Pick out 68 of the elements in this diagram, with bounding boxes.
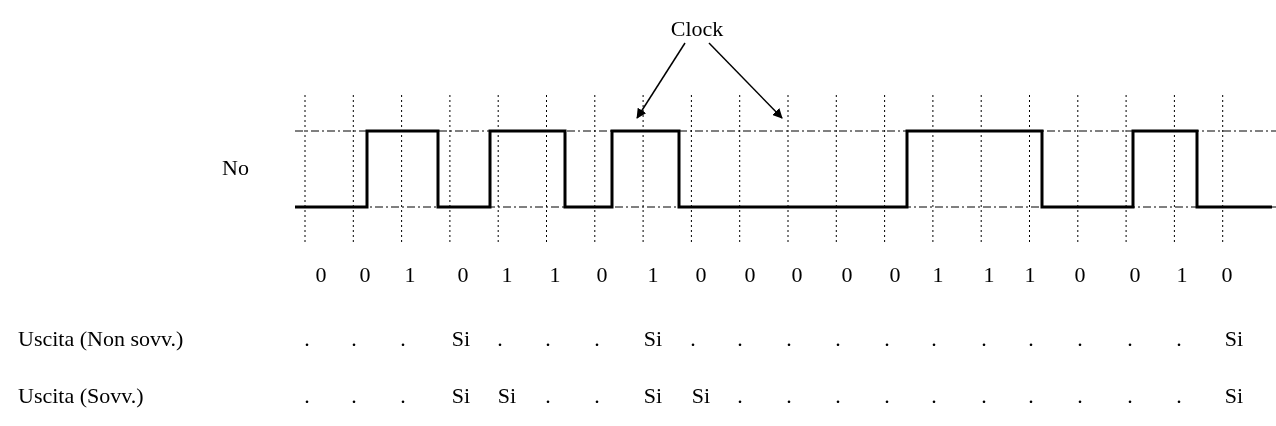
output-mark: .	[690, 328, 696, 350]
output-mark: .	[594, 385, 600, 407]
bit-value: 0	[791, 264, 803, 286]
output-mark: .	[1127, 328, 1133, 350]
output-mark: .	[400, 328, 406, 350]
output-mark: .	[931, 385, 937, 407]
output-mark: .	[304, 328, 310, 350]
bit-value: 1	[932, 264, 944, 286]
clock-label: Clock	[670, 18, 724, 40]
bit-value: 0	[1074, 264, 1086, 286]
output-mark: .	[1176, 328, 1182, 350]
row-label: Uscita (Sovv.)	[18, 385, 144, 407]
output-mark: Si	[643, 328, 663, 350]
output-mark: .	[594, 328, 600, 350]
output-mark: Si	[451, 328, 471, 350]
leader-arrow	[636, 42, 686, 119]
output-mark: .	[786, 385, 792, 407]
output-mark: .	[545, 328, 551, 350]
output-mark: .	[981, 328, 987, 350]
bit-value: 0	[457, 264, 469, 286]
bit-value: 1	[647, 264, 659, 286]
bit-value: 0	[1221, 264, 1233, 286]
output-mark: .	[1077, 328, 1083, 350]
bit-value: 0	[1129, 264, 1141, 286]
output-mark: .	[786, 328, 792, 350]
signal-name: No	[222, 157, 249, 179]
output-mark: Si	[643, 385, 663, 407]
clock-tick-line	[787, 94, 789, 243]
output-mark: .	[400, 385, 406, 407]
bit-value: 0	[695, 264, 707, 286]
output-mark: .	[351, 385, 357, 407]
output-mark: .	[1127, 385, 1133, 407]
output-mark: .	[931, 328, 937, 350]
output-mark: Si	[691, 385, 711, 407]
output-mark: .	[1176, 385, 1182, 407]
bit-value: 0	[359, 264, 371, 286]
output-mark: .	[981, 385, 987, 407]
bit-value: 1	[983, 264, 995, 286]
output-mark: .	[1028, 328, 1034, 350]
bit-value: 0	[889, 264, 901, 286]
output-mark: .	[497, 328, 503, 350]
output-mark: .	[304, 385, 310, 407]
output-mark: Si	[1224, 385, 1244, 407]
bit-value: 1	[1024, 264, 1036, 286]
output-mark: .	[835, 385, 841, 407]
output-mark: .	[737, 385, 743, 407]
output-mark: .	[351, 328, 357, 350]
leader-arrow	[708, 42, 783, 119]
output-mark: .	[884, 328, 890, 350]
output-mark: .	[1028, 385, 1034, 407]
bit-value: 0	[315, 264, 327, 286]
output-mark: .	[835, 328, 841, 350]
output-mark: Si	[1224, 328, 1244, 350]
output-mark: Si	[451, 385, 471, 407]
bit-value: 0	[841, 264, 853, 286]
clock-tick-line	[642, 94, 644, 243]
row-label: Uscita (Non sovv.)	[18, 328, 184, 350]
output-mark: .	[545, 385, 551, 407]
output-mark: .	[1077, 385, 1083, 407]
bit-value: 1	[549, 264, 561, 286]
output-mark: .	[884, 385, 890, 407]
bit-value: 1	[404, 264, 416, 286]
bit-value: 1	[501, 264, 513, 286]
bit-value: 0	[596, 264, 608, 286]
output-mark: .	[737, 328, 743, 350]
bit-value: 0	[744, 264, 756, 286]
output-mark: Si	[497, 385, 517, 407]
bit-value: 1	[1176, 264, 1188, 286]
